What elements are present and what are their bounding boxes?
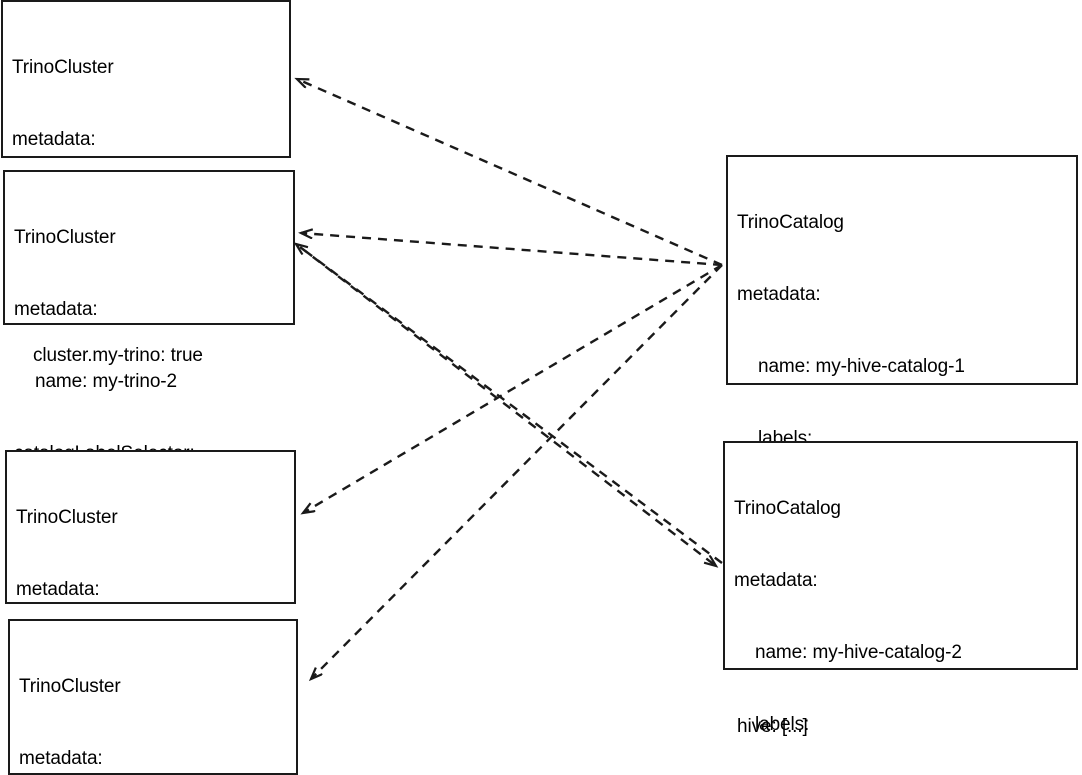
node-line: name: my-hive-catalog-1 bbox=[758, 356, 965, 377]
node-line: metadata: bbox=[734, 570, 818, 591]
node-body: TrinoCluster metadata: name: my-trino-gr… bbox=[10, 621, 296, 775]
edge-catalog2-to-cluster-my-trino-2 bbox=[296, 244, 723, 564]
node-line: metadata: bbox=[14, 299, 98, 320]
node-line: TrinoCluster bbox=[14, 227, 116, 248]
edge-catalog1-to-cluster-my-trino-2 bbox=[301, 233, 723, 267]
node-line: metadata: bbox=[19, 748, 103, 769]
node-line: TrinoCatalog bbox=[734, 498, 841, 519]
node-trinocluster-my-trino-blue[interactable]: TrinoCluster metadata: name: my-trino-bl… bbox=[5, 450, 296, 744]
edge-catalog1-to-cluster-my-trino bbox=[297, 79, 723, 267]
node-line: name: my-hive-catalog-2 bbox=[755, 642, 962, 663]
node-line: TrinoCluster bbox=[19, 676, 121, 697]
edge-catalog1-to-cluster-my-trino-green bbox=[311, 264, 723, 679]
node-line: name: my-trino-2 bbox=[35, 371, 177, 392]
node-line: metadata: bbox=[737, 284, 821, 305]
node-trinocluster-my-trino-2[interactable]: TrinoCluster metadata: name: my-trino-2 … bbox=[3, 170, 295, 536]
node-line: metadata: bbox=[16, 579, 100, 600]
node-line: TrinoCluster bbox=[16, 507, 118, 528]
node-trinocluster-my-trino[interactable]: TrinoCluster metadata: name: my-trino ca… bbox=[1, 0, 291, 366]
node-line: TrinoCluster bbox=[12, 57, 114, 78]
node-line: labels: bbox=[755, 714, 810, 735]
node-trinocatalog-my-hive-catalog-1[interactable]: TrinoCatalog metadata: name: my-hive-cat… bbox=[726, 155, 1078, 737]
node-body: TrinoCatalog metadata: name: my-hive-cat… bbox=[725, 443, 1076, 775]
node-line: TrinoCatalog bbox=[737, 212, 844, 233]
node-line: metadata: bbox=[12, 129, 96, 150]
edge-cluster-my-trino-2-to-catalog2 bbox=[299, 246, 716, 566]
node-line: cluster.my-trino: true bbox=[33, 345, 203, 366]
node-trinocluster-my-trino-green[interactable]: TrinoCluster metadata: name: my-trino-gr… bbox=[8, 619, 298, 775]
edge-catalog1-to-cluster-my-trino-blue bbox=[303, 263, 723, 513]
node-line: hive: [...] bbox=[737, 716, 808, 737]
node-trinocatalog-my-hive-catalog-2[interactable]: TrinoCatalog metadata: name: my-hive-cat… bbox=[723, 441, 1078, 735]
